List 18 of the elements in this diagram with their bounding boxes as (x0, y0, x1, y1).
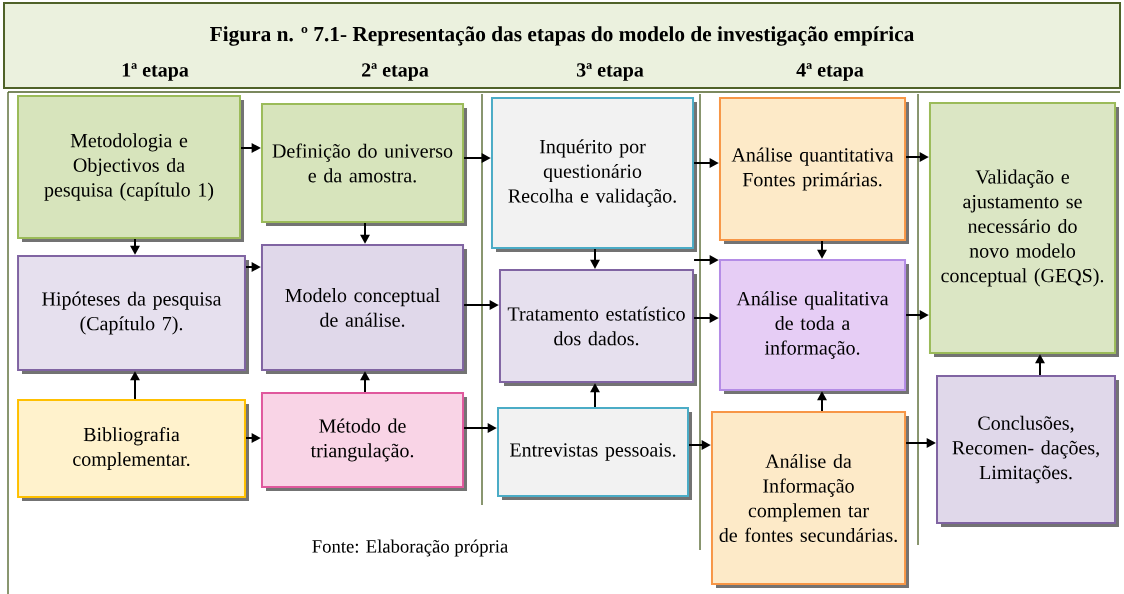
process-box: Validação e ajustamento se necessário do novo modelo conceptual (GEQS). (929, 102, 1119, 357)
process-box: Análise da Informação complemen tar de fontes secundárias. (711, 411, 909, 588)
figure-title: Figura n. º 7.1- Representação das etapas do modelo de investigação empírica (210, 26, 915, 46)
process-box: Hipóteses da pesquisa (Capítulo 7). (17, 255, 249, 374)
process-box: Tratamento estatístico dos dados. (498, 269, 697, 386)
source-note: Fonte: Elaboração própria (312, 539, 508, 557)
process-box: Conclusões, Recomen- dações, Limitações. (936, 375, 1119, 527)
stage-heading: 1ª etapa (122, 63, 189, 81)
process-box: Análise quantitativa Fontes primárias. (719, 97, 909, 244)
process-box: Análise qualitativa de toda a informação. (719, 259, 909, 394)
process-box: Entrevistas pessoais. (497, 407, 692, 500)
process-box: Definição do universo e da amostra. (260, 103, 467, 226)
process-box: Método de triangulação. (260, 392, 467, 491)
process-box: Metodologia e Objectivos da pesquisa (capítulo 1) (17, 95, 244, 242)
stage-heading: 2ª etapa (362, 63, 429, 81)
process-box: Modelo conceptual de análise. (260, 244, 467, 374)
process-box: Bibliografia complementar. (17, 398, 249, 501)
process-box: Inquérito por questionário Recolha e validação. (490, 97, 697, 252)
